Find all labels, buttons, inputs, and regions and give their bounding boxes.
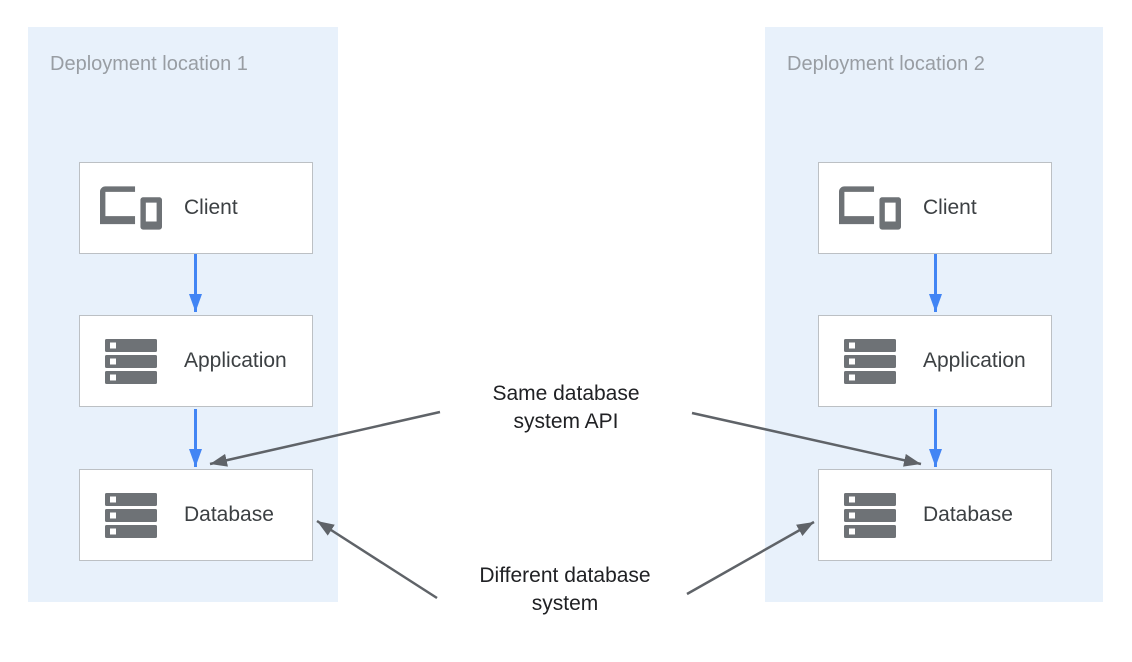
node-label: Client <box>923 196 977 219</box>
devices-icon <box>839 182 901 234</box>
panel-title-2: Deployment location 2 <box>787 53 985 75</box>
node-label: Client <box>184 196 238 219</box>
server-stack-icon <box>839 338 901 384</box>
annotation-different-database-system: Different database system <box>455 562 675 618</box>
server-stack-icon <box>839 492 901 538</box>
panel-title-1: Deployment location 1 <box>50 53 248 75</box>
annotation-line: Same database <box>492 382 640 405</box>
database-node-right: Database <box>818 469 1052 561</box>
devices-icon <box>100 182 162 234</box>
server-stack-icon <box>100 492 162 538</box>
client-node-left: Client <box>79 162 313 254</box>
server-stack-icon <box>100 338 162 384</box>
annotation-line: system <box>531 592 599 615</box>
node-label: Database <box>184 503 274 526</box>
database-node-left: Database <box>79 469 313 561</box>
node-label: Application <box>184 349 287 372</box>
application-node-left: Application <box>79 315 313 407</box>
node-label: Application <box>923 349 1026 372</box>
annotation-same-database-system-api: Same database system API <box>456 380 676 436</box>
node-label: Database <box>923 503 1013 526</box>
annotation-line: system API <box>513 410 619 433</box>
annotation-line: Different database <box>479 564 651 587</box>
application-node-right: Application <box>818 315 1052 407</box>
client-node-right: Client <box>818 162 1052 254</box>
